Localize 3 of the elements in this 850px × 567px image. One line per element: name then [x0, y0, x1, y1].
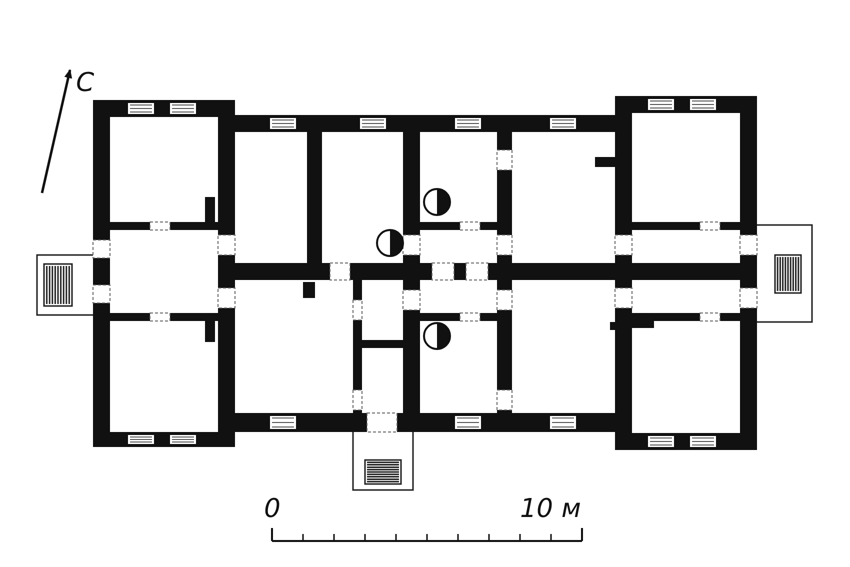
north-label: С: [76, 70, 94, 96]
scale-label: 10 м: [520, 496, 581, 522]
scale-label: 0: [264, 496, 281, 522]
